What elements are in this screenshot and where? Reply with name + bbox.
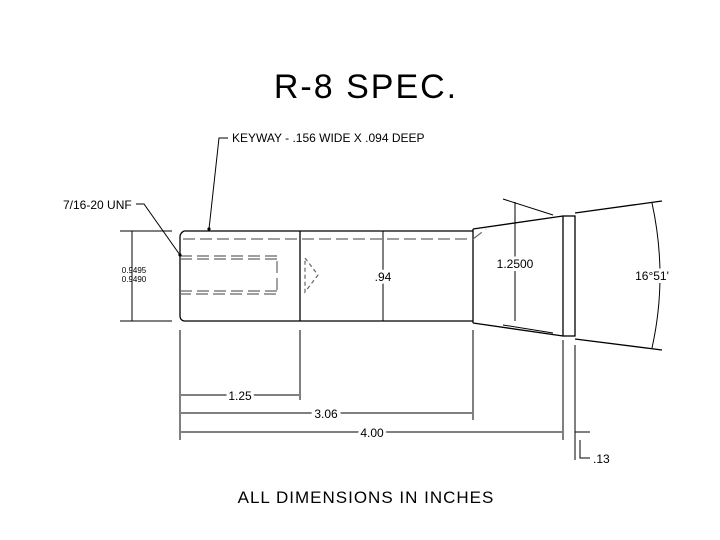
shank-dia-min: 0.9490 xyxy=(122,275,147,284)
collet-body xyxy=(179,200,663,351)
hidden-lines xyxy=(180,228,487,295)
taper-angle-label: 16°51' xyxy=(635,269,669,283)
units-note: ALL DIMENSIONS IN INCHES xyxy=(238,488,495,507)
thread-length-label: 1.25 xyxy=(228,389,252,403)
drawing-title: R-8 SPEC. xyxy=(274,68,458,106)
shank-dia-max: 0.9495 xyxy=(122,266,147,275)
shank-length-label: 3.06 xyxy=(314,407,338,421)
collar-width-label: .13 xyxy=(593,452,610,466)
thread-note: 7/16-20 UNF xyxy=(63,198,132,212)
total-length-label: 4.00 xyxy=(360,426,384,440)
keyway-note: KEYWAY - .156 WIDE X .094 DEEP xyxy=(232,131,425,145)
bore-dia-label: .94 xyxy=(375,270,392,284)
taper-dia-label: 1.2500 xyxy=(497,257,534,271)
